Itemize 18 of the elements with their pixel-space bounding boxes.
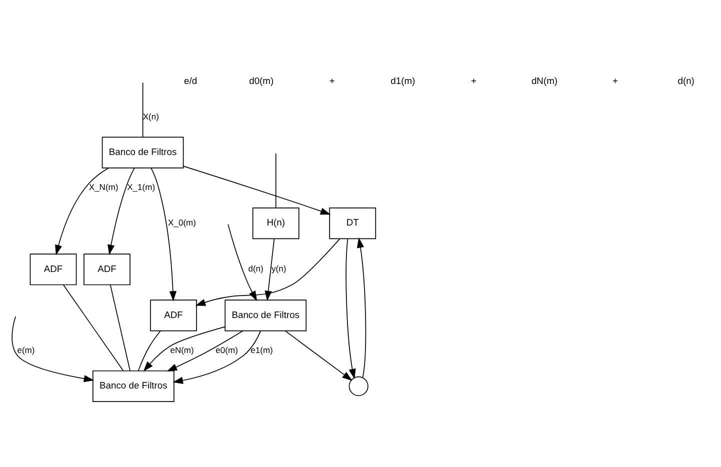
label: dN(m) (531, 76, 558, 86)
label: d(n) (678, 76, 694, 86)
edge-label: e0(m) (216, 344, 238, 354)
label: + (612, 76, 618, 86)
edge-label: y(n) (272, 263, 286, 274)
edge-label: X_0(m) (168, 216, 196, 227)
label: + (470, 76, 476, 86)
edge-label: d(n) (248, 263, 264, 274)
edge-label: eN(m) (170, 344, 194, 354)
edge-label: X_N(m) (88, 182, 118, 192)
edge-label: e(m) (17, 344, 35, 354)
edge-label: X_1(m) (127, 182, 156, 192)
edge-label: e1(m) (250, 344, 273, 354)
label: d1(m) (390, 76, 416, 86)
edge-label: X(n) (142, 110, 159, 121)
label: d0(m) (249, 76, 274, 86)
label: e/d (184, 76, 198, 86)
label: + (329, 76, 335, 86)
